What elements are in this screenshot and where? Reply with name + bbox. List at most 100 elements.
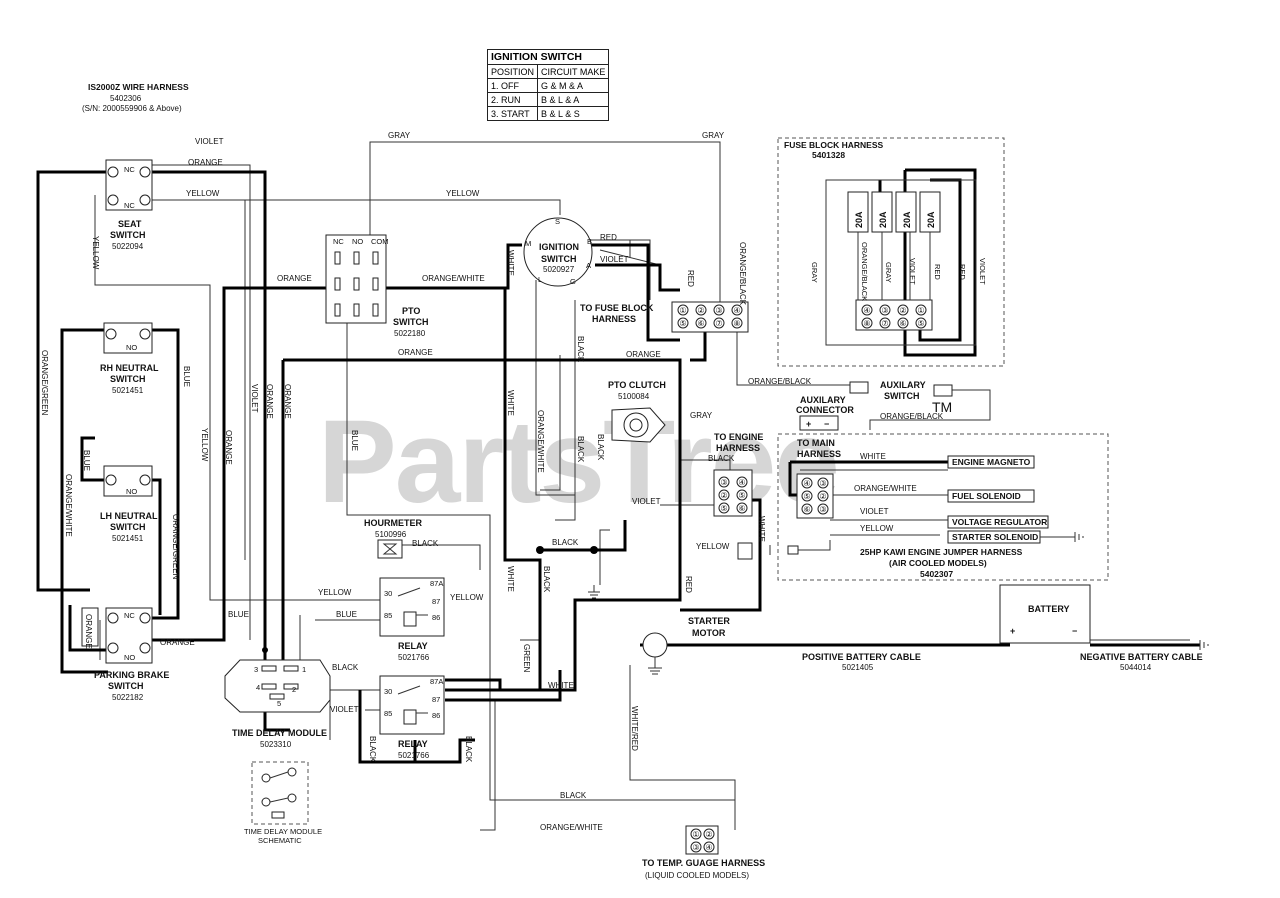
fuse3: 20A (902, 211, 912, 228)
rh-name1: RH NEUTRAL (100, 363, 159, 373)
seat-switch-name1: SEAT (118, 219, 142, 229)
rh-name2: SWITCH (110, 374, 146, 384)
fbh-pin4: ④ (863, 306, 870, 315)
pto-nc: NC (333, 237, 344, 246)
seat-switch-nc2: NC (124, 201, 135, 210)
rt-30: 30 (384, 589, 392, 598)
lbl-red-v1: RED (684, 576, 693, 593)
mh-name2: HARNESS (797, 449, 841, 459)
lbl-white-v3: WHITE (506, 566, 515, 592)
harness-part: 5402306 (110, 94, 142, 103)
fb-pin5: ⑤ (679, 319, 686, 328)
tg-name1: TO TEMP. GUAGE HARNESS (642, 858, 765, 868)
lbl-yellow-2: YELLOW (446, 189, 480, 198)
lbl-orange-1: ORANGE (188, 158, 223, 167)
fuse-block-connector: ① ② ③ ④ ⑤ ⑥ ⑦ ⑧ TO FUSE BLOCK HARNESS (580, 301, 749, 333)
pto-clutch-part: 5100084 (618, 392, 650, 401)
aux-sw-name2: SWITCH (884, 391, 920, 401)
lbl-green-v1: GREEN (522, 644, 531, 673)
mh-pin4: ④ (803, 479, 810, 488)
jumper-name2: (AIR COOLED MODELS) (889, 558, 987, 568)
mh-pin3b: ③ (819, 505, 826, 514)
aux-plus: + (806, 419, 811, 429)
fbh-pin7: ⑦ (881, 319, 888, 328)
lbl-orange-green-v1: ORANGE/GREEN (40, 350, 49, 416)
battery-plus: + (1010, 626, 1015, 636)
lh-neutral-switch: NO LH NEUTRAL SWITCH 5021451 (100, 465, 158, 543)
starter-motor: STARTER MOTOR (642, 542, 753, 675)
lbl-orange-white-v1: ORANGE/WHITE (64, 474, 73, 537)
aux-minus: − (824, 419, 829, 429)
lbl-black-v1: BLACK (576, 336, 585, 363)
lbl-black-3: BLACK (552, 538, 579, 547)
lbl-orange-white-2: ORANGE/WHITE (854, 484, 917, 493)
ign-row-position: 1. OFF (486, 78, 539, 93)
ign-table-header-position: POSITION (486, 64, 539, 79)
jumper-harness: TO MAIN HARNESS ④ ③ ⑤ ② ⑥ ③ ENGINE MAGNE… (777, 433, 1109, 581)
lbl-red-1: RED (600, 233, 617, 242)
lbl-gray-2: GRAY (702, 131, 725, 140)
ign-row-circuit: B & L & S (537, 106, 610, 121)
hourmeter-name: HOURMETER (364, 518, 422, 528)
fbh-name: FUSE BLOCK HARNESS (784, 140, 884, 150)
fbh-violet2: VIOLET (978, 258, 987, 285)
hourmeter-part: 5100996 (375, 530, 407, 539)
lbl-violet-5: VIOLET (330, 705, 359, 714)
fbh-pin5: ⑤ (917, 319, 924, 328)
ign-row-circuit: G & M & A (537, 78, 610, 93)
fb-pin8: ⑧ (733, 319, 740, 328)
pto-part: 5022180 (394, 329, 426, 338)
tdm-p3: 3 (254, 665, 258, 674)
rb-87a: 87A (430, 677, 443, 686)
eh-pin5b: ⑤ (720, 504, 727, 513)
lbl-white-v2: WHITE (506, 390, 515, 416)
ign-s: S (555, 217, 560, 226)
eh-name2: HARNESS (716, 443, 760, 453)
seat-switch-part: 5022094 (112, 242, 144, 251)
lbl-blue-1: BLUE (336, 610, 357, 619)
wire-labels: VIOLET ORANGE YELLOW YELLOW GRAY GRAY OR… (40, 131, 944, 832)
table-row: 1. OFF G & M & A (486, 78, 610, 93)
lbl-orange-3: ORANGE (398, 348, 433, 357)
parking-brake-switch: NC NO PARKING BRAKE SWITCH 5022182 (81, 607, 169, 702)
ign-table-header-circuit: CIRCUIT MAKE (537, 64, 610, 79)
lbl-gray-3: GRAY (690, 411, 713, 420)
mh-name1: TO MAIN (797, 438, 835, 448)
time-delay-module: 3 1 4 2 5 TIME DELAY MODULE 5023310 TIME… (224, 659, 331, 845)
rh-neutral-switch: NO RH NEUTRAL SWITCH 5021451 (100, 322, 159, 395)
lh-no: NO (126, 487, 137, 496)
ign-part: 5020927 (543, 265, 575, 274)
fb-pin3: ③ (715, 306, 722, 315)
lbl-white-v4: WHITE (757, 516, 766, 542)
fb-pin4: ④ (733, 306, 740, 315)
tdm-part: 5023310 (260, 740, 292, 749)
pto-clutch: PTO CLUTCH 5100084 (608, 380, 666, 443)
pos-cable-name: POSITIVE BATTERY CABLE (802, 652, 921, 662)
pto-clutch-name: PTO CLUTCH (608, 380, 666, 390)
lbl-black-v5: BLACK (368, 736, 377, 763)
pto-no: NO (352, 237, 363, 246)
wires (36, 141, 1200, 831)
fb-pin6: ⑥ (697, 319, 704, 328)
lbl-white-1: WHITE (860, 452, 886, 461)
lbl-orange-v1: ORANGE (224, 430, 233, 465)
ign-l: L (538, 275, 542, 284)
engine-magneto: ENGINE MAGNETO (952, 457, 1031, 467)
lbl-gray-1: GRAY (388, 131, 411, 140)
fbh-red2: RED (958, 264, 967, 280)
fbh-gray: GRAY (810, 262, 819, 283)
lbl-yellow-3: YELLOW (696, 542, 730, 551)
pb-name2: SWITCH (108, 681, 144, 691)
lbl-red-v2: RED (686, 270, 695, 287)
ign-name1: IGNITION (539, 242, 579, 252)
rb-86: 86 (432, 711, 440, 720)
fb-conn-name2: HARNESS (592, 314, 636, 324)
aux-conn-name2: CONNECTOR (796, 405, 854, 415)
lbl-white-2: WHITE (548, 681, 574, 690)
ign-row-circuit: B & L & A (537, 92, 610, 107)
rt-85: 85 (384, 611, 392, 620)
lbl-black-4: BLACK (332, 663, 359, 672)
fbh-pin1: ① (917, 306, 924, 315)
lbl-yellow-v1: YELLOW (91, 236, 100, 270)
fuse1: 20A (854, 211, 864, 228)
